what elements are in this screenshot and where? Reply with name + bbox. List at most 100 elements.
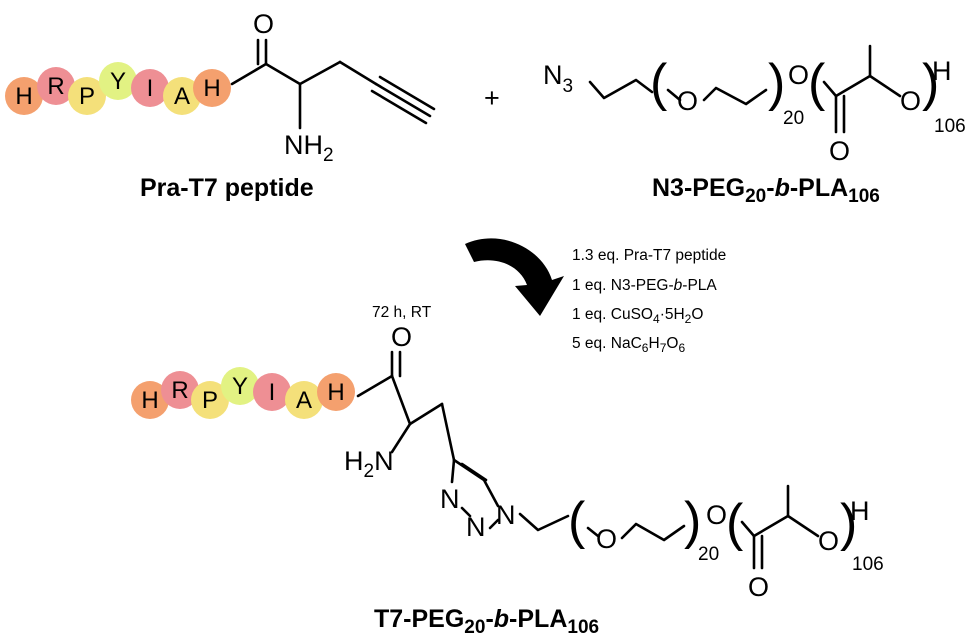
peptide-bead	[131, 69, 169, 107]
peptide-bead	[317, 373, 355, 411]
condition-line-3: 1 eq. CuSO4·5H2O	[572, 306, 703, 326]
condition-time-temp: 72 h, RT	[372, 304, 432, 321]
peptide-bead	[221, 367, 259, 405]
bond-propargyl	[338, 60, 378, 86]
peptide-bead	[253, 373, 291, 411]
peptide-bead-letter: I	[269, 379, 276, 406]
bond-to-triazole	[440, 402, 456, 462]
triazole-n3-n2	[460, 506, 472, 518]
peptide-bead-letter: Y	[232, 373, 248, 400]
peptide-bead	[193, 69, 231, 107]
peptide-bead-letter: P	[202, 387, 218, 414]
peptide-bead-letter: Y	[110, 68, 126, 95]
bond-triple-1	[374, 82, 432, 118]
label-pra-t7: Pra-T7 peptide	[140, 174, 314, 202]
peptide-bead-letter: H	[15, 83, 32, 110]
pla-repeat: 106	[934, 116, 966, 137]
atom-o-ether: O	[596, 524, 617, 554]
atom-o-ester: O	[706, 500, 727, 530]
atom-h-end: H	[932, 56, 952, 86]
paren-pla-open: (	[726, 494, 744, 552]
paren-peg-close: )	[684, 492, 701, 550]
paren-peg-open: (	[650, 54, 668, 112]
triazole-n3: N	[440, 484, 460, 514]
paren-pla-open: (	[808, 54, 826, 112]
peptide-bead	[131, 381, 169, 419]
peg-repeat: 20	[698, 544, 719, 565]
peptide-bead-letter: R	[47, 73, 64, 100]
bond-pla-chain	[752, 514, 820, 538]
peg-repeat: 20	[783, 108, 804, 129]
atom-h2n: H2N	[344, 446, 394, 482]
triazole-c-c	[452, 458, 500, 508]
reactant-n3-peg-pla: N3 ( O ) 20 O ( O O ) H 106 N3-PEG20-b-P…	[543, 44, 966, 207]
bond-amide-c	[230, 62, 268, 86]
peptide-bead	[99, 62, 137, 100]
peptide-bead-letter: A	[174, 83, 190, 110]
label-t7-peg-pla: T7-PEG20-b-PLA106	[374, 605, 599, 638]
bond-c-n	[390, 422, 412, 454]
plus-sign: +	[484, 83, 500, 113]
peptide-bead-letter: A	[296, 387, 312, 414]
atom-n3: N3	[543, 60, 573, 97]
atom-o-pla: O	[900, 86, 921, 116]
bond-c-alpha	[390, 374, 412, 426]
triazole-c-n3	[450, 458, 456, 484]
triazole-n2: N	[466, 512, 486, 542]
paren-pla-close: )	[922, 54, 939, 112]
curved-reaction-arrow	[465, 238, 564, 316]
bond-amide-c	[356, 374, 394, 398]
bond-azide-chain	[588, 78, 654, 100]
bond-ch2	[298, 60, 342, 86]
peptide-bead	[161, 371, 199, 409]
atom-o-carbonyl: O	[748, 572, 769, 602]
bond-pla-chain	[834, 74, 902, 98]
peptide-bead-letter: I	[147, 75, 154, 102]
atom-o-ether: O	[677, 86, 698, 116]
paren-peg-close: )	[768, 54, 785, 112]
peptide-bead-letter: H	[203, 75, 220, 102]
atom-o-ester: O	[788, 60, 809, 90]
peptide-bead-letter: H	[327, 379, 344, 406]
bond-ch2	[408, 402, 444, 426]
peptide-bead	[191, 381, 229, 419]
condition-line-2: 1 eq. N3-PEG-b-PLA	[572, 277, 717, 294]
bond-peg-b	[702, 86, 768, 106]
bond-chain-1	[518, 512, 570, 532]
triazole-n2-n1	[488, 518, 500, 530]
bond-ester-o	[822, 80, 838, 98]
bond-ester-o	[740, 520, 756, 538]
bond-c-alpha	[264, 62, 302, 86]
peptide-bead-letter: H	[141, 387, 158, 414]
bond-triple-3	[370, 89, 428, 125]
peptide-bead	[163, 77, 201, 115]
peptide-bead	[285, 381, 323, 419]
atom-o-carbonyl: O	[391, 322, 412, 352]
condition-line-1: 1.3 eq. Pra-T7 peptide	[572, 247, 726, 264]
peptide-bead	[5, 77, 43, 115]
atom-o-pla: O	[818, 526, 839, 556]
pla-repeat: 106	[852, 554, 884, 575]
bond-triple-2	[378, 75, 436, 111]
atom-nh: NH2	[284, 130, 334, 166]
paren-peg-open: (	[568, 492, 586, 550]
bond-peg-a	[666, 88, 682, 102]
atom-h-end: H	[850, 496, 870, 526]
paren-pla-close: )	[840, 494, 857, 552]
label-n3-peg-pla: N3-PEG20-b-PLA106	[652, 174, 880, 207]
peptide-bead	[68, 77, 106, 115]
triazole-double	[460, 462, 488, 482]
bond-peg-b	[620, 522, 686, 542]
peptide-bead	[37, 67, 75, 105]
reaction-arrow-group: 72 h, RT 1.3 eq. Pra-T7 peptide 1 eq. N3…	[372, 238, 726, 355]
atom-o-carbonyl: O	[253, 9, 274, 39]
atom-o-carbonyl: O	[829, 136, 850, 166]
bond-peg-a	[586, 526, 600, 538]
peptide-bead-letter: R	[171, 377, 188, 404]
peptide-bead-letter: P	[79, 83, 95, 110]
